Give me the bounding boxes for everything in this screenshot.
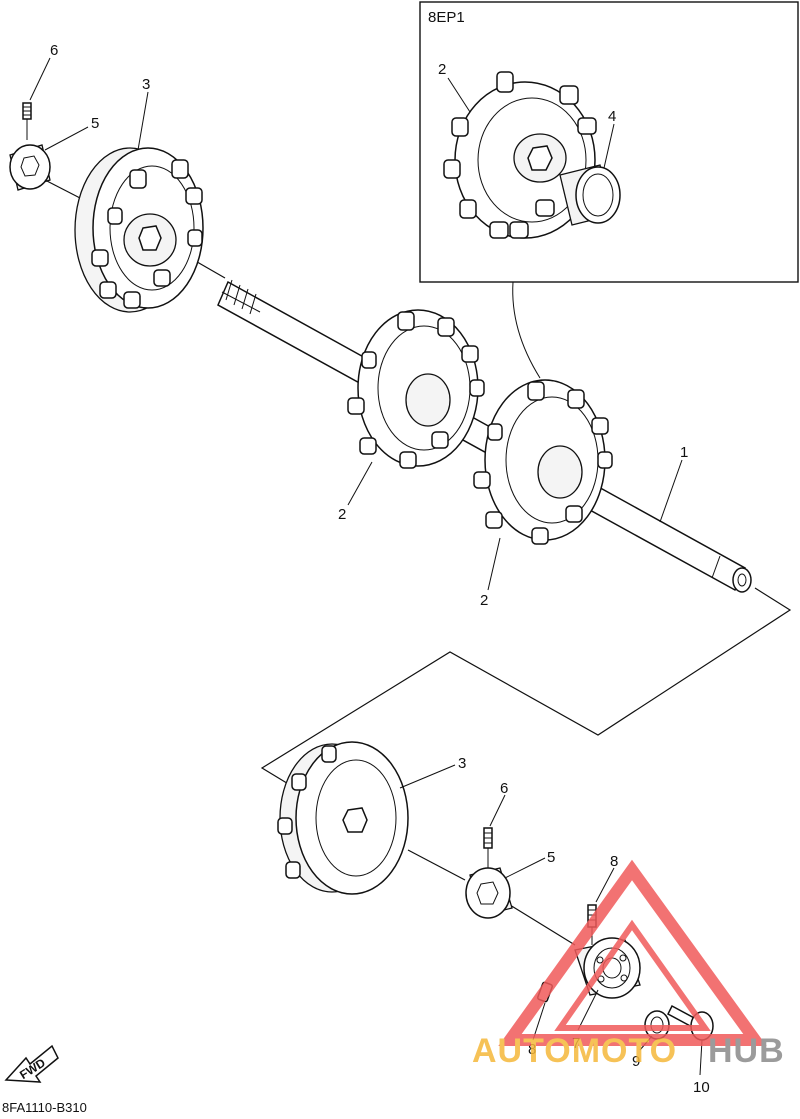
callout-8-lower: 8 [528, 1041, 536, 1058]
callout-1: 1 [680, 444, 688, 461]
spacer-part [559, 164, 621, 226]
upper-left-group: 6 5 3 [9, 42, 226, 313]
inset-label: 8EP1 [428, 9, 465, 26]
inset-sprocket [443, 71, 597, 239]
assembly-link-line [260, 587, 792, 789]
callout-3-top: 3 [142, 76, 150, 93]
collar-bottom [465, 867, 513, 919]
callout-6-bottom: 6 [500, 780, 508, 797]
collar-top [9, 144, 51, 191]
callout-5-top: 5 [91, 115, 99, 132]
wheel-bottom [277, 741, 409, 895]
watermark-triangle-icon [498, 859, 767, 1046]
callout-2-inset: 2 [438, 61, 446, 78]
watermark-text-hub: HUB [708, 1032, 785, 1070]
callout-6-top: 6 [50, 42, 58, 59]
callout-9: 9 [632, 1053, 640, 1070]
sprocket-a [347, 309, 485, 469]
callout-5-bottom: 5 [547, 849, 555, 866]
watermark-logo: AUTOMOTO HUB [472, 859, 785, 1070]
callout-4: 4 [608, 108, 616, 125]
callout-2-b: 2 [480, 592, 488, 609]
inset-connector-line [512, 281, 541, 379]
part-code: 8FA1110-B310 [2, 1100, 87, 1114]
main-shaft [217, 279, 752, 593]
callout-3-bottom: 3 [458, 755, 466, 772]
callout-8-upper: 8 [610, 853, 618, 870]
fwd-arrow-icon: FWD [4, 1044, 59, 1083]
inset-box: 8EP1 2 4 [419, 1, 799, 379]
callout-10: 10 [693, 1079, 710, 1096]
watermark-text-auto: AUTOMOTO [472, 1032, 677, 1070]
callout-2-a: 2 [338, 506, 346, 523]
sprocket-b [473, 379, 613, 545]
wheel-top [74, 147, 204, 313]
